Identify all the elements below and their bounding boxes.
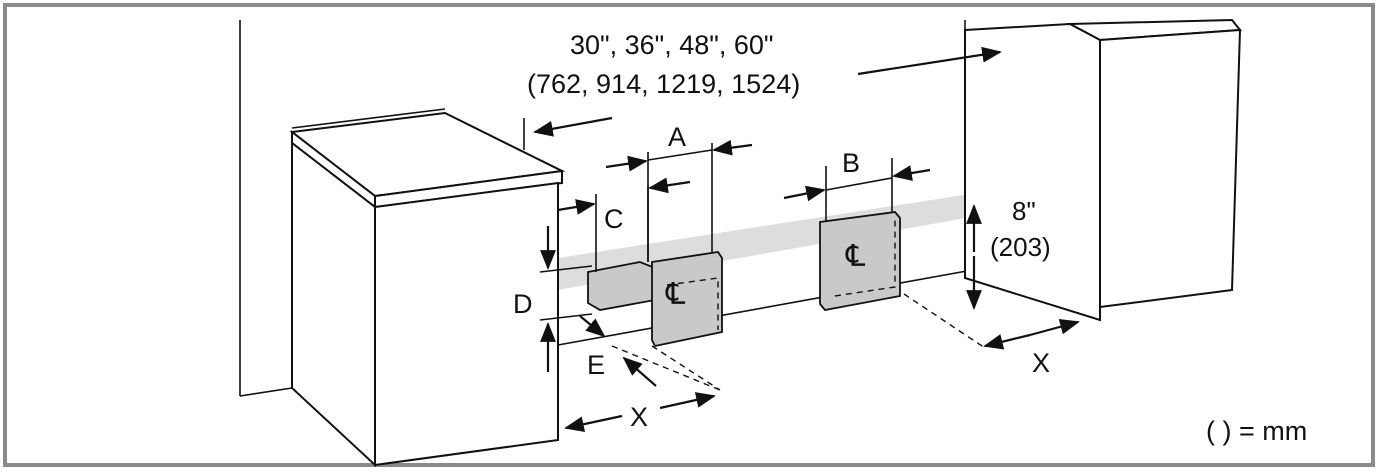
width-label-mm: (762, 914, 1219, 1524)	[527, 69, 800, 99]
width-label-inches: 30", 36", 48", 60"	[570, 30, 773, 60]
left-cabinet	[289, 108, 566, 468]
dim-label-x-left: X	[630, 402, 648, 432]
outlet-box-a	[651, 251, 723, 348]
width-arrow-right	[857, 46, 1002, 76]
outlet-box-c	[587, 261, 656, 311]
centerline-mark-2: ℄	[845, 239, 866, 274]
frame-border	[3, 3, 1375, 467]
dim-label-a: A	[668, 122, 686, 152]
right-cabinet	[964, 18, 1242, 322]
height-label-inches: 8"	[1012, 196, 1036, 226]
dim-label-e: E	[587, 350, 605, 380]
outlet-box-b	[819, 211, 901, 311]
width-arrow-left	[533, 116, 613, 137]
height-label-mm: (203)	[990, 232, 1051, 262]
dim-label-x-right: X	[1032, 348, 1050, 378]
unit-note: ( ) = mm	[1206, 416, 1307, 446]
dim-label-b: B	[842, 148, 860, 178]
dim-label-d: D	[513, 289, 533, 319]
dim-label-c: C	[604, 204, 624, 234]
centerline-mark-1: ℄	[665, 277, 686, 312]
